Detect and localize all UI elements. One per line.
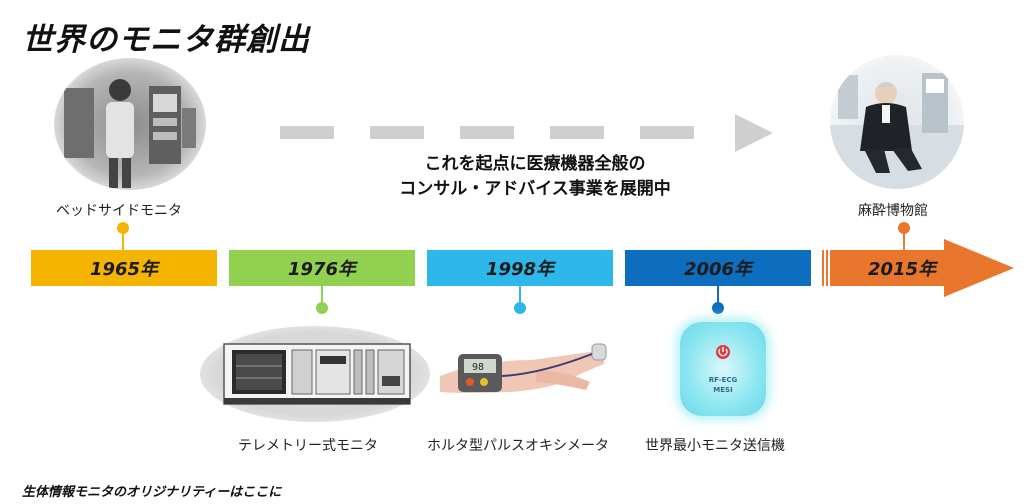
power-icon: [715, 344, 731, 360]
timeline-stripe: [822, 250, 824, 286]
product-1976-telemetry-monitor: [200, 326, 430, 422]
connector-dot-2006: [712, 302, 724, 314]
connector-stem-1976: [321, 286, 323, 304]
page-title: 世界のモニタ群創出: [22, 22, 310, 58]
message-line-2: コンサル・アドバイス事業を展開中: [399, 179, 671, 199]
connector-stem-2015: [903, 230, 905, 250]
message-line-1: これを起点に医療機器全般の: [424, 154, 646, 174]
dash-segment: [460, 126, 514, 139]
product-1998-pulse-oximeter: 98: [440, 330, 610, 410]
timeline-stripe: [826, 250, 828, 286]
photo-1965-researcher: [54, 58, 206, 190]
connector-stem-2006: [717, 286, 719, 304]
timeline-bar-2015: 2015年: [830, 250, 945, 286]
connector-stem-1965: [122, 230, 124, 250]
dash-segment: [280, 126, 334, 139]
dash-segment: [370, 126, 424, 139]
device-text-2: MESI: [713, 386, 733, 394]
oximeter-readout: 98: [472, 362, 484, 373]
footer-caption: 生体情報モニタのオリジナリティーはここに: [22, 485, 282, 500]
product-2006-transmitter: RF-ECG MESI: [680, 322, 766, 416]
device-text-1: RF-ECG: [708, 376, 738, 384]
dash-segment: [640, 126, 694, 139]
timeline-arrow-head: [944, 239, 1014, 297]
connector-dot-1976: [316, 302, 328, 314]
connector-dot-1998: [514, 302, 526, 314]
dash-segment: [550, 126, 604, 139]
business-message: これを起点に医療機器全般の コンサル・アドバイス事業を展開中: [340, 152, 730, 202]
timeline-bar-1976: 1976年: [229, 250, 415, 286]
connector-stem-1998: [519, 286, 521, 304]
label-2015: 麻酔博物館: [858, 203, 928, 219]
timeline-bar-2006: 2006年: [625, 250, 811, 286]
label-1998: ホルタ型パルスオキシメータ: [427, 438, 609, 454]
label-1976: テレメトリー式モニタ: [238, 438, 378, 454]
timeline-bar-1965: 1965年: [31, 250, 217, 286]
connector-dot-1965: [117, 222, 129, 234]
dash-arrow-head: [735, 114, 773, 152]
label-1965: ベッドサイドモニタ: [56, 203, 182, 219]
label-2006: 世界最小モニタ送信機: [645, 438, 785, 454]
photo-2015-museum: [830, 55, 964, 189]
timeline-bar-1998: 1998年: [427, 250, 613, 286]
connector-dot-2015: [898, 222, 910, 234]
